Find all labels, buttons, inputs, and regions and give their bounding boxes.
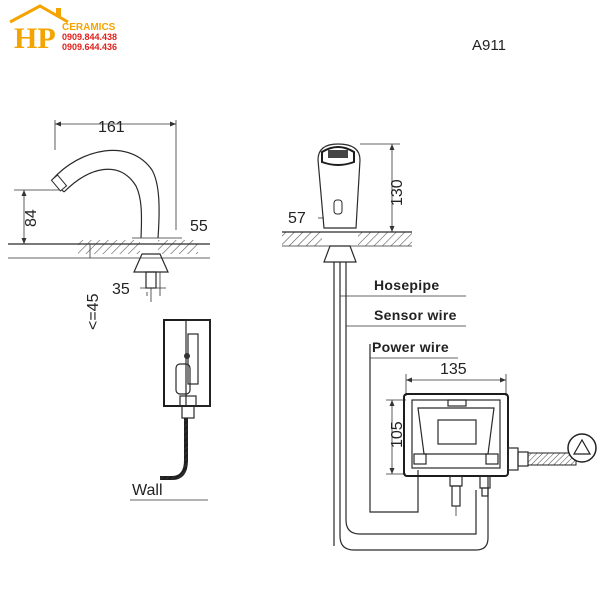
brand-logo: HP CERAMICS 0909.844.438 0909.644.436	[9, 4, 117, 55]
dim-box-height: 105	[389, 421, 406, 448]
wall-label: Wall	[132, 482, 163, 499]
callout-power-wire: Power wire	[372, 339, 449, 355]
dim-deck-thickness: <=45	[85, 293, 102, 330]
dim-front-base: 57	[288, 210, 306, 227]
dim-box-width: 135	[440, 361, 467, 378]
callout-sensor-wire: Sensor wire	[374, 307, 457, 323]
brand-name: CERAMICS	[62, 22, 116, 33]
dim-spout-reach: 161	[98, 119, 125, 136]
callout-hosepipe: Hosepipe	[374, 277, 439, 293]
dim-base-width: 55	[190, 218, 208, 235]
dim-body-height: 130	[389, 179, 406, 206]
model-number: A911	[472, 37, 506, 54]
brand-logo-letters: HP	[14, 22, 56, 55]
dim-spout-height: 84	[23, 209, 40, 227]
wiring: Hosepipe Sensor wire Power wire	[339, 262, 489, 551]
wall-box-view: Wall	[130, 319, 211, 501]
side-view: 161 84 55 35 <=45	[8, 119, 210, 330]
dim-shank-diameter: 35	[112, 281, 130, 298]
brand-phone-1: 0909.844.438	[62, 32, 117, 42]
front-view: 130 57	[282, 143, 412, 546]
control-box: 135 105	[386, 361, 597, 516]
brand-phone-2: 0909.644.436	[62, 42, 117, 52]
house-chimney-icon	[56, 8, 61, 17]
